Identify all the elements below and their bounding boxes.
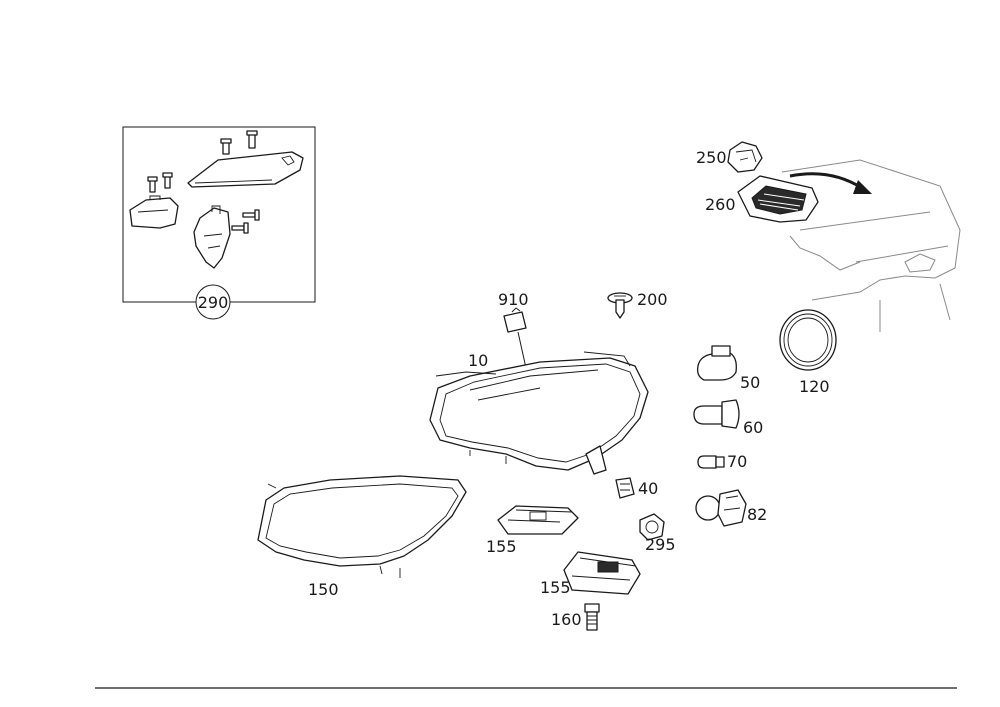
part-40: 40	[615, 477, 658, 499]
callout-155-b: 155	[540, 578, 571, 597]
part-260: 260	[705, 175, 819, 223]
callout-40: 40	[638, 479, 658, 498]
part-155-ballast-a: 155	[486, 505, 579, 556]
callout-120: 120	[799, 377, 830, 396]
part-10-headlamp: 10	[429, 351, 649, 475]
callout-155-a: 155	[486, 537, 517, 556]
part-200: 200	[607, 290, 668, 319]
callout-295: 295	[645, 535, 676, 554]
part-160: 160	[551, 603, 600, 631]
callout-250: 250	[696, 148, 727, 167]
callout-160: 160	[551, 610, 582, 629]
callout-150: 150	[308, 580, 339, 599]
callout-70: 70	[727, 452, 747, 471]
part-50-bulb: 50	[696, 345, 760, 392]
part-150-lens: 150	[257, 475, 467, 599]
callout-82: 82	[747, 505, 767, 524]
part-60-bulb: 60	[693, 399, 763, 437]
callout-50: 50	[740, 373, 760, 392]
part-910: 910	[498, 290, 529, 369]
arrow-to-car	[789, 172, 872, 194]
part-120-cap: 120	[779, 309, 837, 396]
callout-290: 290	[198, 293, 229, 312]
callout-10: 10	[468, 351, 488, 370]
car-outline	[781, 159, 961, 332]
callout-910: 910	[498, 290, 529, 309]
part-155-ballast-b: 155	[540, 551, 641, 597]
part-70-bulb: 70	[697, 452, 747, 471]
callout-60: 60	[743, 418, 763, 437]
part-295: 295	[639, 513, 676, 554]
callout-260: 260	[705, 195, 736, 214]
inset-290: 290	[122, 126, 316, 320]
callout-200: 200	[637, 290, 668, 309]
part-82-bulb: 82	[695, 489, 767, 527]
part-250: 250	[696, 141, 763, 173]
